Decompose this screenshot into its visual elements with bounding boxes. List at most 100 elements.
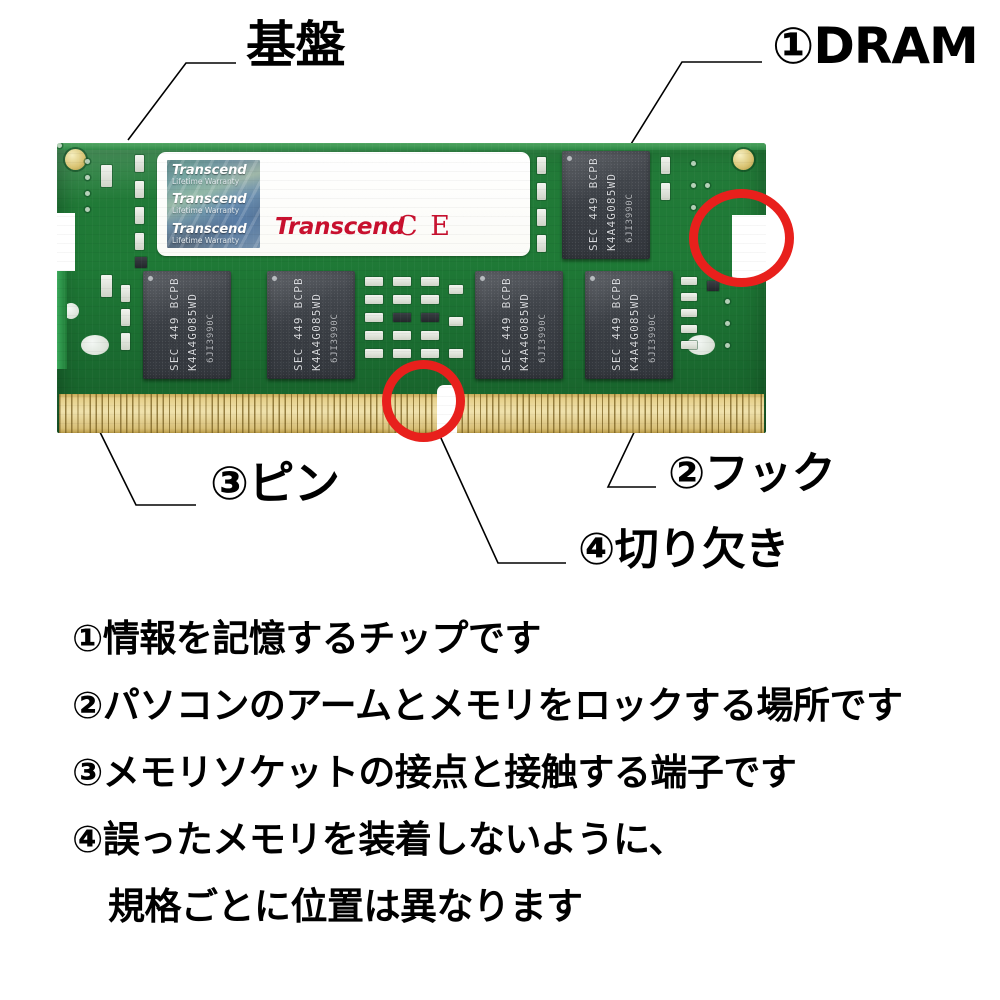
chip-pin1-dot	[567, 156, 572, 161]
smd-capacitor	[537, 183, 546, 200]
smd-capacitor	[707, 281, 719, 291]
smd-resistor	[449, 349, 463, 358]
solder-pad-right-low	[687, 335, 715, 355]
hologram-brand-text: Transcend	[172, 221, 247, 237]
via-hole	[725, 321, 730, 326]
smd-capacitor	[537, 209, 546, 226]
note-item-4-continuation: 規格ごとに位置は異なります	[108, 885, 583, 928]
dram-chip: SEC 449 BCPB K4A4G085WD 6JI3990C	[585, 271, 673, 379]
smd-resistor	[393, 331, 411, 340]
via-hole	[691, 183, 696, 188]
chip-pin1-dot	[148, 276, 153, 281]
via-hole	[705, 183, 710, 188]
smd-capacitor	[135, 207, 144, 224]
smd-capacitor	[101, 275, 112, 297]
chip-marking-line1: SEC 449 BCPB	[610, 277, 623, 371]
smd-resistor	[365, 349, 383, 358]
hologram-warranty-sticker: Transcend Lifetime Warranty Transcend Li…	[167, 160, 260, 248]
pcb-left-edge-cut	[57, 213, 75, 271]
dram-chip: SEC 449 BCPB K4A4G085WD 6JI3990C	[267, 271, 355, 379]
chip-pin1-dot	[272, 276, 277, 281]
via-hole	[85, 159, 90, 164]
via-hole	[691, 161, 696, 166]
smd-resistor	[365, 295, 383, 304]
leader-line-pin	[95, 423, 196, 506]
chip-marking-line2: K4A4G085WD	[518, 292, 531, 371]
chip-marking-line3: 6JI3990C	[206, 313, 216, 363]
note-item-3: ③メモリソケットの接点と接触する端子です	[72, 751, 797, 794]
callout-label-hook: ②フック	[668, 448, 836, 499]
smd-resistor	[681, 293, 697, 301]
solder-pad-left-mid	[63, 303, 79, 319]
smd-resistor	[681, 277, 697, 285]
via-hole	[725, 343, 730, 348]
smd-capacitor	[121, 333, 130, 350]
chip-marking-line1: SEC 449 BCPB	[500, 277, 513, 371]
chip-pin1-dot	[590, 276, 595, 281]
highlight-ring-hook	[689, 189, 794, 287]
callout-label-pin: ③ピン	[210, 456, 340, 510]
chip-marking-line1: SEC 449 BCPB	[168, 277, 181, 371]
chip-marking-line1: SEC 449 BCPB	[292, 277, 305, 371]
smd-resistor	[365, 313, 383, 322]
hologram-brand-text: Transcend	[172, 192, 247, 208]
dram-chip: SEC 449 BCPB K4A4G085WD 6JI3990C	[562, 151, 650, 259]
highlight-ring-notch	[382, 360, 465, 442]
callout-label-notch: ④切り欠き	[578, 524, 789, 575]
product-label-sticker: Transcend Lifetime Warranty Transcend Li…	[157, 152, 530, 256]
smd-resistor	[681, 341, 697, 349]
hologram-row: Transcend Lifetime Warranty	[167, 160, 260, 189]
note-item-4: ④誤ったメモリを装着しないように、	[72, 818, 685, 861]
hologram-sub-text: Lifetime Warranty	[172, 206, 240, 216]
smd-resistor	[421, 295, 439, 304]
chip-marking-line3: 6JI3990C	[648, 313, 658, 363]
leader-line-kiban	[127, 62, 236, 141]
dram-chip: SEC 449 BCPB K4A4G085WD 6JI3990C	[143, 271, 231, 379]
smd-resistor	[449, 285, 463, 294]
via-hole	[85, 207, 90, 212]
smd-resistor	[449, 317, 463, 326]
callout-label-pcb: 基盤	[246, 16, 346, 74]
via-hole	[725, 299, 730, 304]
mounting-hole-left	[65, 149, 86, 170]
smd-resistor	[681, 309, 697, 317]
note-item-2: ②パソコンのアームとメモリをロックする場所です	[72, 684, 903, 727]
smd-capacitor	[135, 155, 144, 172]
via-hole	[85, 191, 90, 196]
chip-marking-line2: K4A4G085WD	[186, 292, 199, 371]
smd-capacitor	[121, 285, 130, 302]
explanation-list: ①情報を記憶するチップです ②パソコンのアームとメモリをロックする場所です ③メ…	[72, 620, 972, 955]
smd-capacitor	[537, 235, 546, 252]
leader-line-kirikaki	[429, 413, 566, 564]
chip-pin1-dot	[480, 276, 485, 281]
smd-capacitor	[661, 157, 670, 174]
via-hole	[57, 143, 62, 148]
chip-marking-line3: 6JI3990C	[330, 313, 340, 363]
note-item-1: ①情報を記憶するチップです	[72, 617, 541, 660]
smd-capacitor	[101, 165, 112, 187]
chip-marking-line2: K4A4G085WD	[628, 292, 641, 371]
chip-marking-line1: SEC 449 BCPB	[587, 157, 600, 251]
smd-capacitor	[135, 233, 144, 250]
chip-marking-line3: 6JI3990C	[538, 313, 548, 363]
pcb-left-green-tab	[57, 271, 67, 369]
mounting-hole-right	[733, 149, 754, 170]
resistor-array-block-right	[681, 275, 741, 375]
smd-resistor	[681, 325, 697, 333]
pcb-top-edge	[57, 143, 766, 150]
dram-chip: SEC 449 BCPB K4A4G085WD 6JI3990C	[475, 271, 563, 379]
smd-resistor	[421, 277, 439, 286]
smd-resistor	[421, 331, 439, 340]
hologram-sub-text: Lifetime Warranty	[172, 176, 240, 186]
smd-resistor	[365, 277, 383, 286]
via-hole	[691, 205, 696, 210]
smd-capacitor	[135, 181, 144, 198]
hologram-row: Transcend Lifetime Warranty	[167, 219, 260, 248]
via-hole	[85, 175, 90, 180]
smd-resistor	[421, 313, 439, 322]
hologram-brand-text: Transcend	[172, 162, 247, 178]
ce-mark-icon: C E	[397, 211, 452, 242]
solder-pad-left-low	[81, 335, 109, 355]
callout-label-dram: ①DRAM	[772, 17, 979, 75]
